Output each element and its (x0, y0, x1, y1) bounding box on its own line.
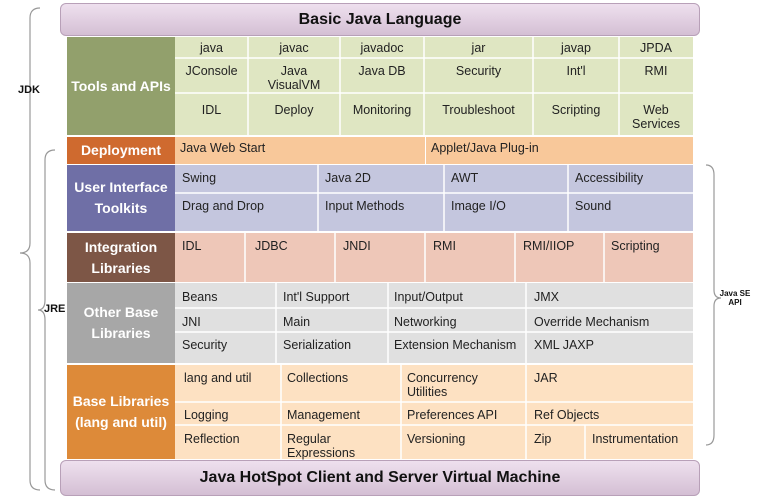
jdk-label: JDK (18, 84, 41, 96)
ui-image-io: Image I/O (451, 199, 506, 213)
basic-java-language-bar: Basic Java Language (60, 3, 700, 36)
tool-security: Security (455, 64, 502, 78)
tool-troubleshoot: Troubleshoot (442, 103, 515, 117)
tool-javap: javap (561, 41, 591, 55)
other-networking: Networking (394, 315, 457, 329)
base-reflection: Reflection (184, 432, 240, 446)
tool-intl: Int'l (566, 64, 586, 78)
other-xml-jaxp: XML JAXP (534, 338, 594, 352)
integ-idl: IDL (182, 239, 202, 253)
integ-rmi: RMI (433, 239, 456, 253)
ui-input-methods: Input Methods (325, 199, 405, 213)
other-jmx: JMX (534, 290, 559, 304)
base-area (175, 365, 693, 459)
integ-jndi: JNDI (343, 239, 371, 253)
base-ref-objects: Ref Objects (534, 408, 600, 422)
other-input-output: Input/Output (394, 290, 463, 304)
jdk-bracket (19, 7, 41, 491)
jre-label: JRE (44, 303, 66, 315)
other-serialization: Serialization (283, 338, 352, 352)
tool-jar: jar (471, 41, 486, 55)
integration-grid (244, 233, 605, 282)
tool-scripting: Scripting (551, 103, 601, 117)
java-se-api-bracket (705, 164, 722, 446)
base-management: Management (287, 408, 360, 422)
ui-awt: AWT (451, 171, 479, 185)
other-main: Main (283, 315, 311, 329)
base-concurrency-utilities: Concurrency Utilities (407, 371, 478, 399)
integ-jdbc: JDBC (255, 239, 288, 253)
java-se-api-label: Java SE API (719, 289, 751, 307)
ui-toolkits-label: User Interface Toolkits (67, 165, 175, 231)
tool-jpda: JPDA (640, 41, 672, 55)
tool-java-visualvm: Java VisualVM (267, 64, 321, 92)
tool-web-services: Web Services (632, 103, 680, 131)
base-grid (175, 365, 693, 459)
integ-scripting: Scripting (611, 239, 660, 253)
other-jni: JNI (182, 315, 201, 329)
base-libraries-label: Base Libraries (lang and util) (67, 365, 175, 459)
integ-rmi-iiop: RMI/IIOP (523, 239, 575, 253)
base-instrumentation: Instrumentation (592, 432, 679, 446)
other-override-mechanism: Override Mechanism (534, 315, 650, 329)
ui-swing: Swing (182, 171, 217, 185)
integration-libraries-label: Integration Libraries (67, 233, 175, 282)
deploy-java-web-start: Java Web Start (175, 137, 425, 164)
base-regular-expressions: Regular Expressions (287, 432, 356, 460)
tool-rmi: RMI (644, 64, 668, 78)
tool-jconsole: JConsole (185, 64, 238, 78)
base-jar: JAR (534, 371, 558, 385)
other-base-libraries-label: Other Base Libraries (67, 283, 175, 363)
ui-java2d: Java 2D (325, 171, 371, 185)
base-collections: Collections (287, 371, 349, 385)
other-grid (175, 283, 693, 363)
jre-bracket (37, 149, 56, 491)
other-beans: Beans (182, 290, 218, 304)
base-lang-and-util: lang and util (184, 371, 252, 385)
tool-idl: IDL (201, 103, 222, 117)
base-logging: Logging (184, 408, 229, 422)
deploy-applet-plugin: Applet/Java Plug-in (426, 137, 693, 164)
tool-monitoring: Monitoring (352, 103, 412, 117)
other-area (175, 283, 693, 363)
tool-javadoc: javadoc (360, 41, 404, 55)
ui-area (175, 165, 693, 231)
hotspot-vm-bar: Java HotSpot Client and Server Virtual M… (60, 460, 700, 496)
other-extension-mechanism: Extension Mechanism (394, 338, 517, 352)
tool-java: java (200, 41, 223, 55)
tools-grid (175, 37, 693, 135)
base-preferences-api: Preferences API (407, 408, 498, 422)
integration-area (175, 233, 693, 282)
tool-java-db: Java DB (358, 64, 406, 78)
other-security: Security (182, 338, 228, 352)
tool-javac: javac (279, 41, 309, 55)
tools-label: Tools and APIs (67, 37, 175, 135)
deployment-label: Deployment (67, 137, 175, 164)
tools-area (175, 37, 693, 135)
ui-grid (175, 165, 693, 231)
base-versioning: Versioning (407, 432, 466, 446)
other-intl-support: Int'l Support (283, 290, 350, 304)
ui-drag-and-drop: Drag and Drop (182, 199, 264, 213)
ui-sound: Sound (575, 199, 612, 213)
ui-accessibility: Accessibility (575, 171, 644, 185)
tool-deploy: Deploy (274, 103, 314, 117)
base-zip: Zip (534, 432, 552, 446)
